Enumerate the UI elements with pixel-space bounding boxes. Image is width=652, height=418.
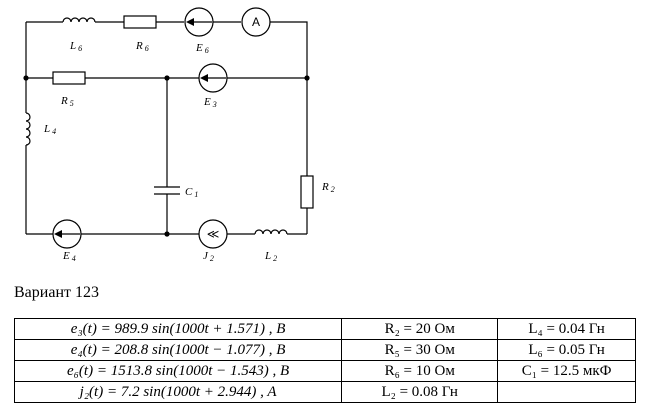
table-cell: e₄(t) = 208.8 sin(1000t − 1.077) , B	[13, 339, 343, 361]
table-cell: e₆(t) = 1513.8 sin(1000t − 1.543) , B	[13, 360, 343, 382]
inductor-l6	[62, 17, 96, 23]
variant-title: Вариант 123	[14, 284, 99, 301]
table-cell: R₅ = 30 Ом	[341, 339, 499, 361]
table-cell: C₁ = 12.5 мкФ	[497, 360, 636, 382]
table-cell: L₆ = 0.05 Гн	[497, 339, 636, 361]
node-dot-right-mid	[304, 75, 310, 81]
resistor-r6	[123, 15, 157, 29]
table-row: e₆(t) = 1513.8 sin(1000t − 1.543) , B R₆…	[13, 360, 636, 382]
arrowhead-e4	[54, 230, 62, 238]
arrowhead-e3	[200, 74, 208, 82]
arrowhead-e6	[186, 18, 194, 26]
table-row: e₃(t) = 989.9 sin(1000t + 1.571) , B R₂ …	[13, 318, 636, 340]
inductor-l4	[25, 112, 31, 146]
node-dot-center-mid	[164, 75, 170, 81]
node-dot-left-mid	[23, 75, 29, 81]
resistor-r2	[300, 175, 314, 209]
resistor-r5	[52, 71, 86, 85]
table-cell: R₆ = 10 Ом	[341, 360, 499, 382]
ammeter-label: A	[252, 15, 260, 29]
table-cell: R₂ = 20 Ом	[341, 318, 499, 340]
table-row: j₂(t) = 7.2 sin(1000t + 2.944) , A L₂ = …	[13, 381, 636, 403]
table-cell: j₂(t) = 7.2 sin(1000t + 2.944) , A	[13, 381, 343, 403]
table-cell: L₄ = 0.04 Гн	[497, 318, 636, 340]
parameters-table: e₃(t) = 989.9 sin(1000t + 1.571) , B R₂ …	[13, 318, 636, 403]
table-cell: L₂ = 0.08 Гн	[341, 381, 499, 403]
node-dot-center-bottom	[164, 231, 170, 237]
table-cell: e₃(t) = 989.9 sin(1000t + 1.571) , B	[13, 318, 343, 340]
current-source-symbol: ≪	[207, 227, 220, 241]
wire-top-right	[270, 21, 308, 78]
inductor-l2	[254, 229, 288, 235]
table-cell	[497, 381, 636, 403]
table-row: e₄(t) = 208.8 sin(1000t − 1.077) , B R₅ …	[13, 339, 636, 361]
